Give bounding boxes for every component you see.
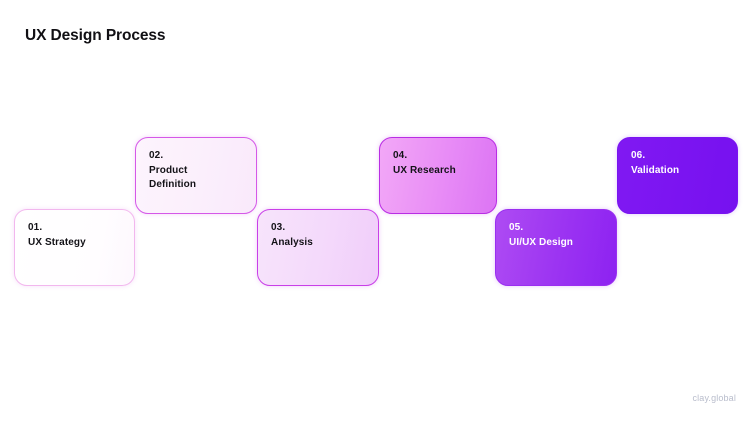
process-step-content-03: 03. Analysis — [258, 210, 378, 285]
process-step-content-02: 02. Product Definition — [136, 138, 256, 213]
step-label-03: Analysis — [271, 236, 313, 248]
process-step-content-01: 01. UX Strategy — [15, 210, 134, 285]
step-label-02: Product Definition — [149, 164, 197, 191]
process-step-card-03[interactable]: 03. Analysis — [257, 209, 379, 286]
step-number-02: 02. — [149, 150, 164, 161]
step-label-04: UX Research — [393, 164, 456, 176]
step-number-04: 04. — [393, 150, 408, 161]
process-step-content-06: 06. Validation — [618, 138, 737, 213]
process-step-content-05: 05. UI/UX Design — [496, 210, 616, 285]
process-step-content-04: 04. UX Research — [380, 138, 496, 213]
process-step-card-01[interactable]: 01. UX Strategy — [14, 209, 135, 286]
process-step-card-05[interactable]: 05. UI/UX Design — [495, 209, 617, 286]
step-number-01: 01. — [28, 222, 43, 233]
process-step-card-06[interactable]: 06. Validation — [617, 137, 738, 214]
page-title: UX Design Process — [25, 27, 166, 44]
process-step-card-02[interactable]: 02. Product Definition — [135, 137, 257, 214]
step-number-06: 06. — [631, 150, 646, 161]
ux-process-staircase-diagram: 01. UX Strategy 02. Product Definition 0… — [0, 130, 750, 295]
step-label-05: UI/UX Design — [509, 236, 573, 248]
step-label-01: UX Strategy — [28, 236, 86, 248]
step-number-03: 03. — [271, 222, 286, 233]
step-label-06: Validation — [631, 164, 680, 176]
watermark: clay.global — [692, 393, 736, 403]
step-number-05: 05. — [509, 222, 524, 233]
process-step-card-04[interactable]: 04. UX Research — [379, 137, 497, 214]
